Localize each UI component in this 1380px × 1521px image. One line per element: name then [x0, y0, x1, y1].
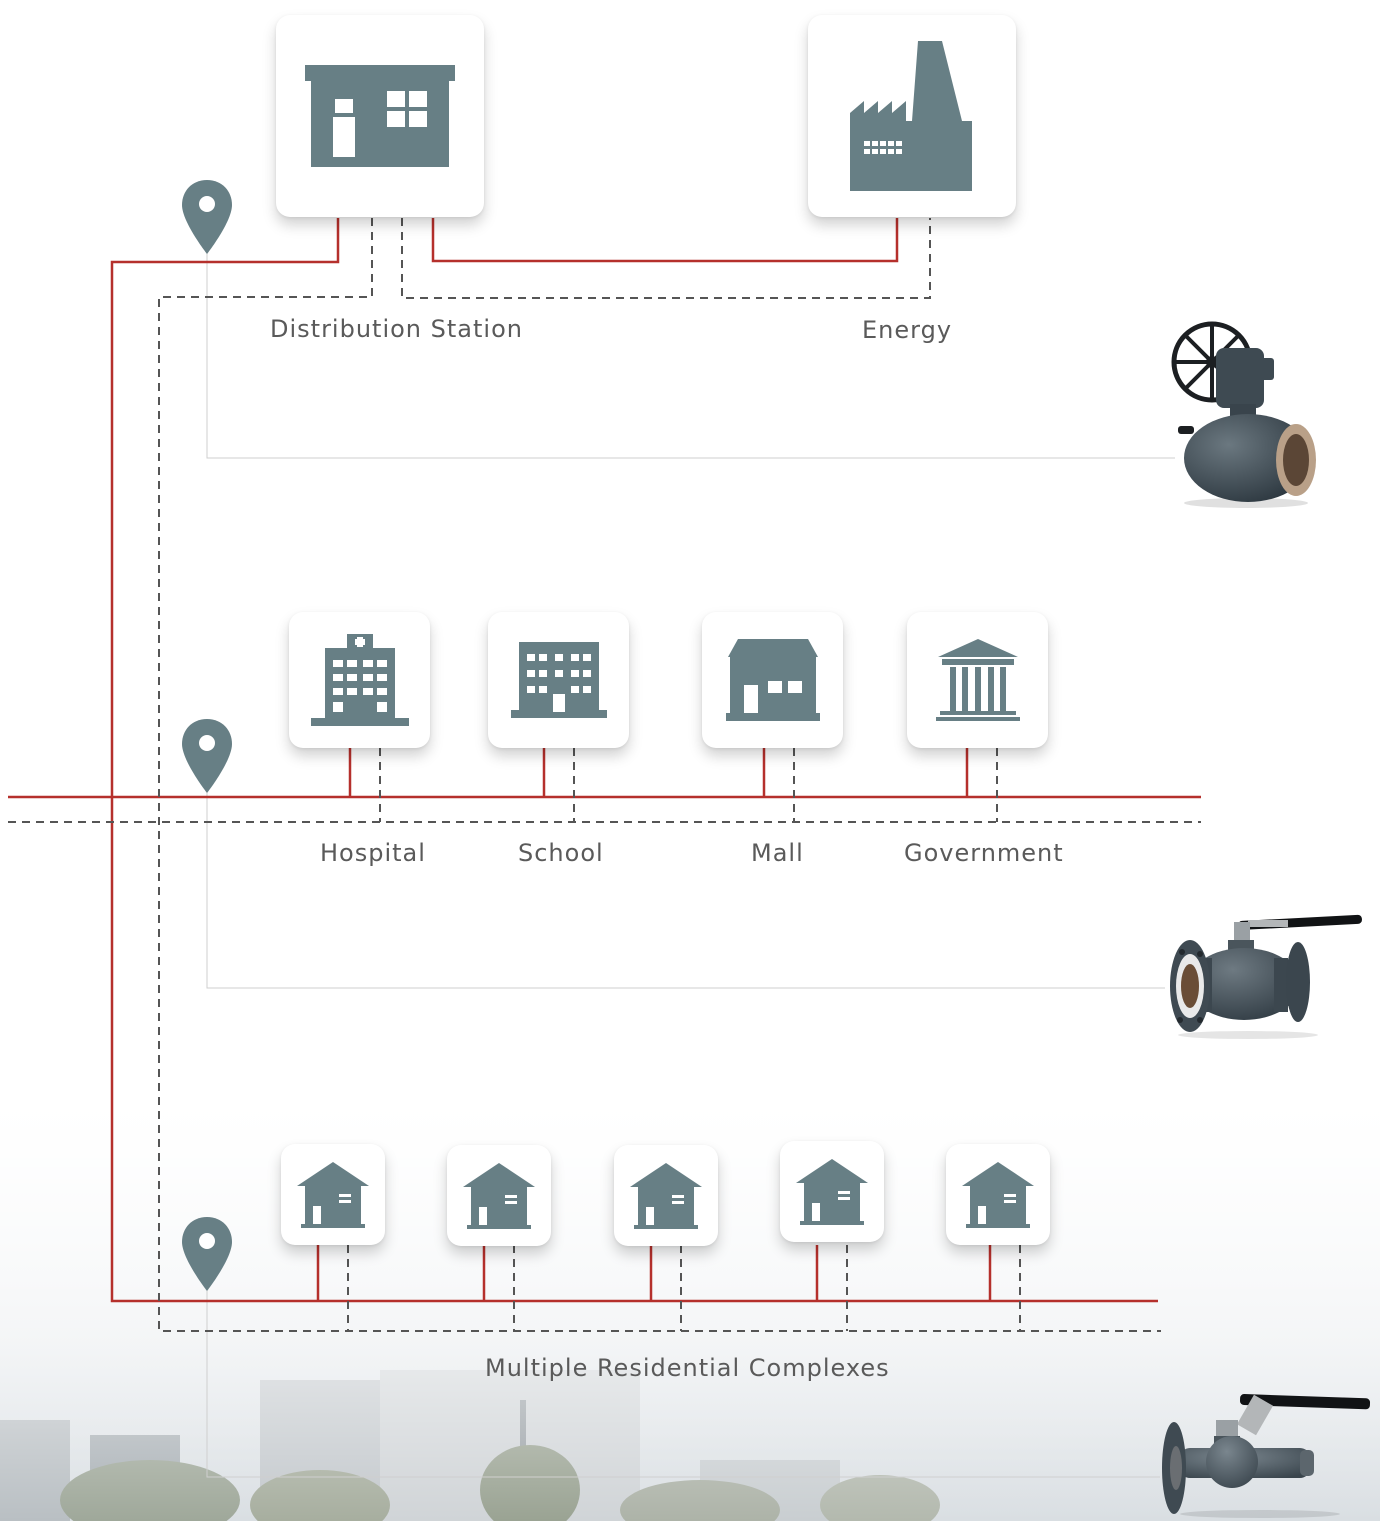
supply-line-main: [110, 218, 1158, 1303]
node-energy[interactable]: [808, 15, 1016, 217]
node-label-government: Government: [904, 839, 1064, 867]
thin-line-middle: [206, 790, 1165, 989]
house-icon: [630, 1162, 702, 1229]
node-label-mall: Mall: [751, 839, 804, 867]
node-government[interactable]: [907, 612, 1048, 748]
flanged-ball-valve-icon: [1170, 914, 1362, 1039]
node-distribution-station[interactable]: [276, 15, 484, 217]
location-pin-icon: [182, 719, 232, 793]
node-hospital[interactable]: [289, 612, 430, 748]
hospital-icon: [310, 634, 409, 726]
node-house-3[interactable]: [614, 1145, 718, 1246]
node-label-energy: Energy: [862, 316, 953, 344]
school-icon: [510, 642, 607, 718]
gear-operated-ball-valve-icon: [1171, 321, 1316, 508]
residential-caption: Multiple Residential Complexes: [485, 1354, 890, 1382]
node-house-4[interactable]: [780, 1141, 884, 1242]
government-icon: [935, 639, 1020, 721]
return-line-main: [158, 218, 1161, 1332]
return-lines: [8, 218, 1201, 1332]
node-label-school: School: [518, 839, 604, 867]
house-icon: [962, 1161, 1034, 1228]
return-line-energy: [401, 218, 931, 299]
house-icon: [297, 1161, 369, 1228]
node-house-1[interactable]: [281, 1144, 385, 1245]
location-pin-icon: [182, 1217, 232, 1291]
factory-icon: [850, 41, 972, 191]
thin-line-bottom: [206, 1290, 1160, 1478]
house-icon: [463, 1162, 535, 1229]
mall-icon: [725, 639, 820, 721]
node-mall[interactable]: [702, 612, 843, 748]
flanged-weld-ball-valve-icon: [1162, 1394, 1371, 1518]
node-house-5[interactable]: [946, 1144, 1050, 1245]
node-label-distribution-station: Distribution Station: [270, 315, 523, 343]
node-label-hospital: Hospital: [320, 839, 426, 867]
distribution-station-icon: [305, 65, 455, 167]
node-house-2[interactable]: [447, 1145, 551, 1246]
thin-line-top: [206, 240, 1175, 459]
location-pin-icon: [182, 180, 232, 254]
node-school[interactable]: [488, 612, 629, 748]
supply-lines: [8, 218, 1201, 1303]
thin-connector-lines: [206, 240, 1175, 1478]
supply-line-energy: [431, 218, 899, 263]
house-icon: [796, 1158, 868, 1225]
